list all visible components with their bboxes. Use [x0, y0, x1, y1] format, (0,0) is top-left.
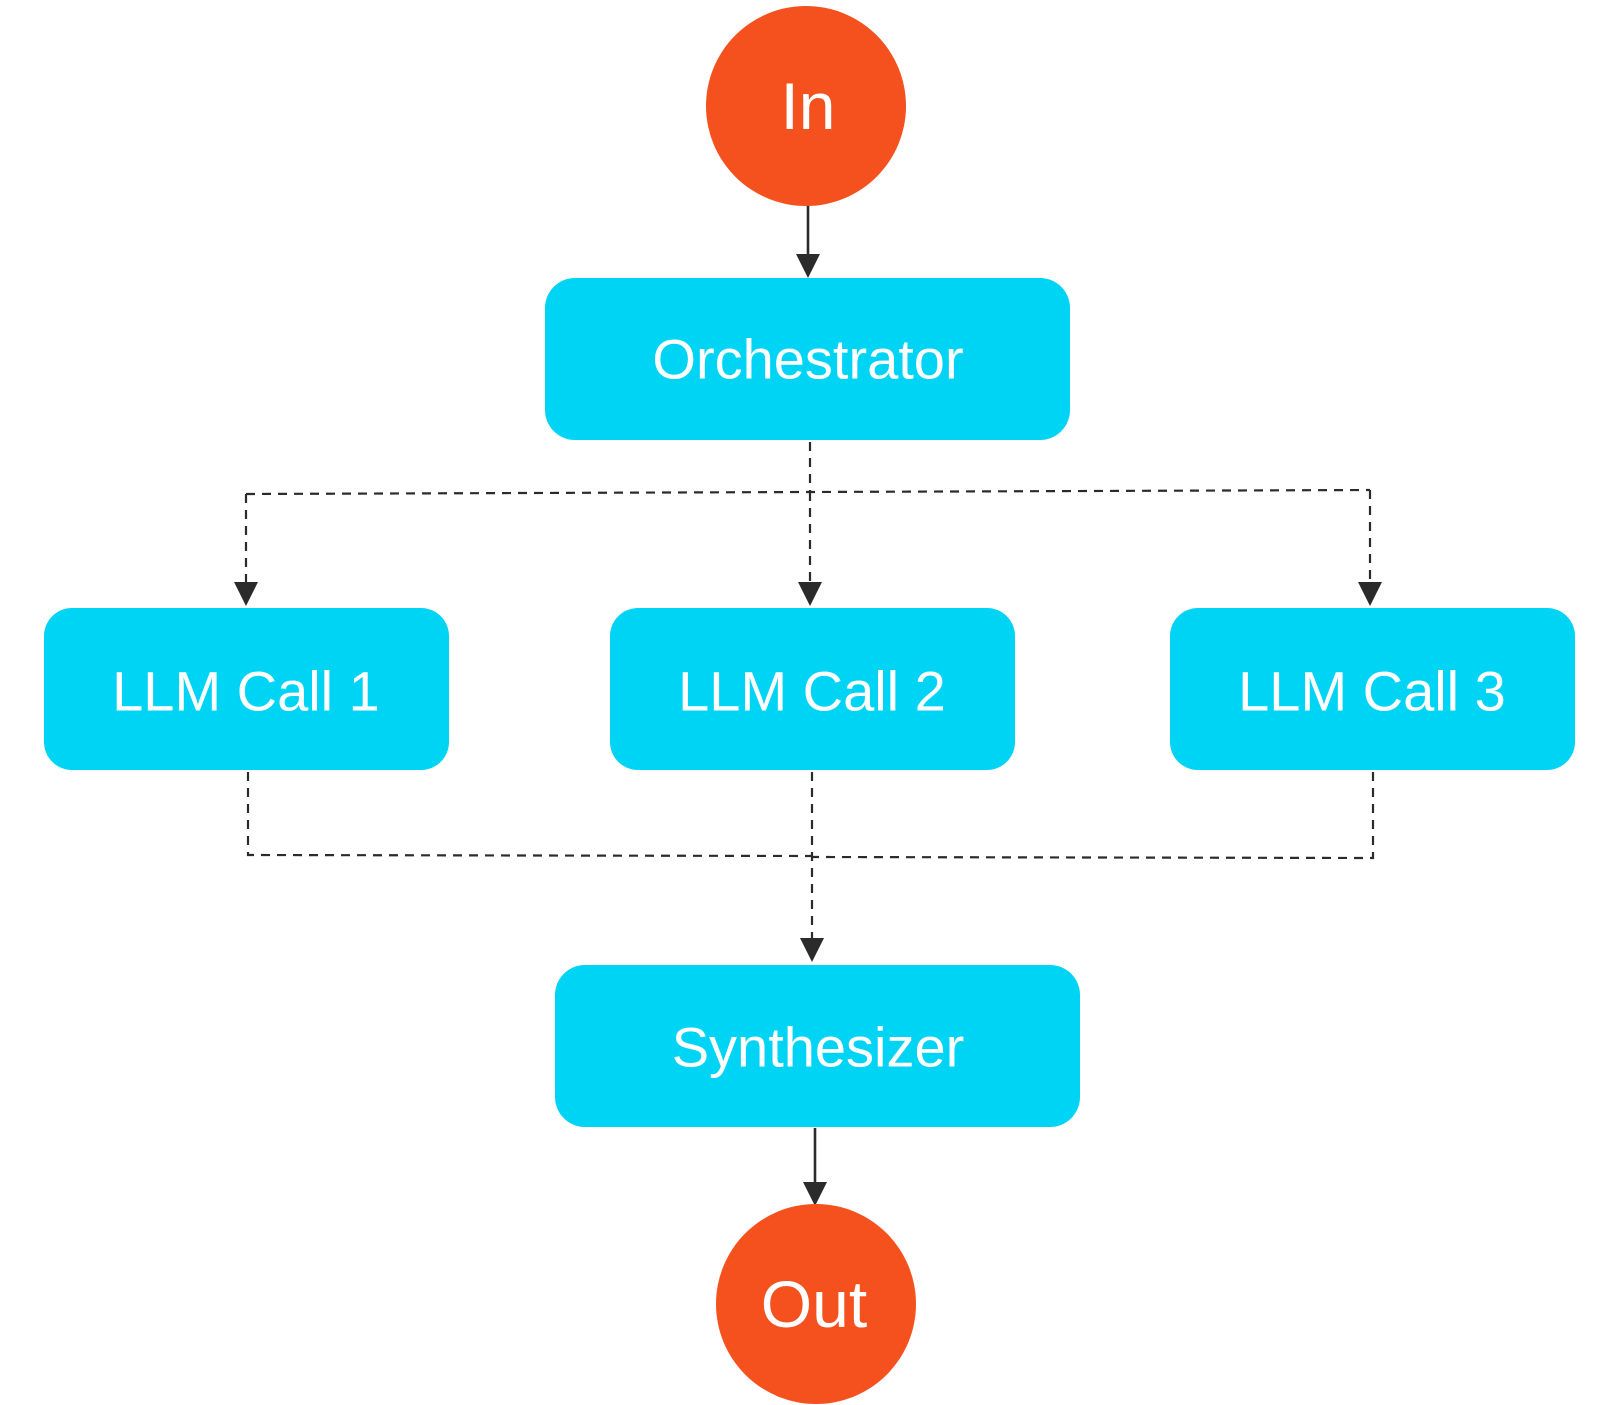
edge-orchestrator-to-llm-call-1: [234, 494, 258, 606]
edge-orchestrator-to-llm-calls: [245, 442, 1371, 496]
llm-call-3-node-label: LLM Call 3: [1238, 660, 1506, 723]
edge-orchestrator-to-llm-call-2: [798, 492, 822, 606]
llm-call-2-node: LLM Call 2: [610, 608, 1015, 770]
edges: [234, 205, 1382, 1206]
llm-call-2-node-label: LLM Call 2: [678, 660, 946, 723]
synthesizer-node: Synthesizer: [555, 965, 1080, 1127]
edge-synthesizer-to-out: [803, 1128, 827, 1206]
edge-llm-call-1-to-synthesizer: [246, 772, 813, 858]
in-node: In: [706, 6, 906, 206]
nodes: In Orchestrator LLM Call 1 LLM Call 2 LL…: [44, 6, 1575, 1404]
synthesizer-node-label: Synthesizer: [672, 1016, 965, 1079]
llm-call-1-node-label: LLM Call 1: [112, 660, 380, 723]
out-node: Out: [716, 1204, 916, 1404]
out-node-label: Out: [761, 1267, 867, 1341]
in-node-label: In: [780, 69, 835, 143]
edge-orchestrator-to-llm-call-3: [1358, 490, 1382, 606]
llm-call-1-node: LLM Call 1: [44, 608, 449, 770]
orchestrator-node: Orchestrator: [545, 278, 1070, 440]
llm-call-3-node: LLM Call 3: [1170, 608, 1575, 770]
orchestrator-node-label: Orchestrator: [652, 328, 963, 391]
edge-in-to-orchestrator: [796, 205, 820, 278]
edge-llm-call-3-to-synthesizer: [811, 772, 1375, 860]
edge-llm-call-2-to-synthesizer: [800, 772, 824, 962]
